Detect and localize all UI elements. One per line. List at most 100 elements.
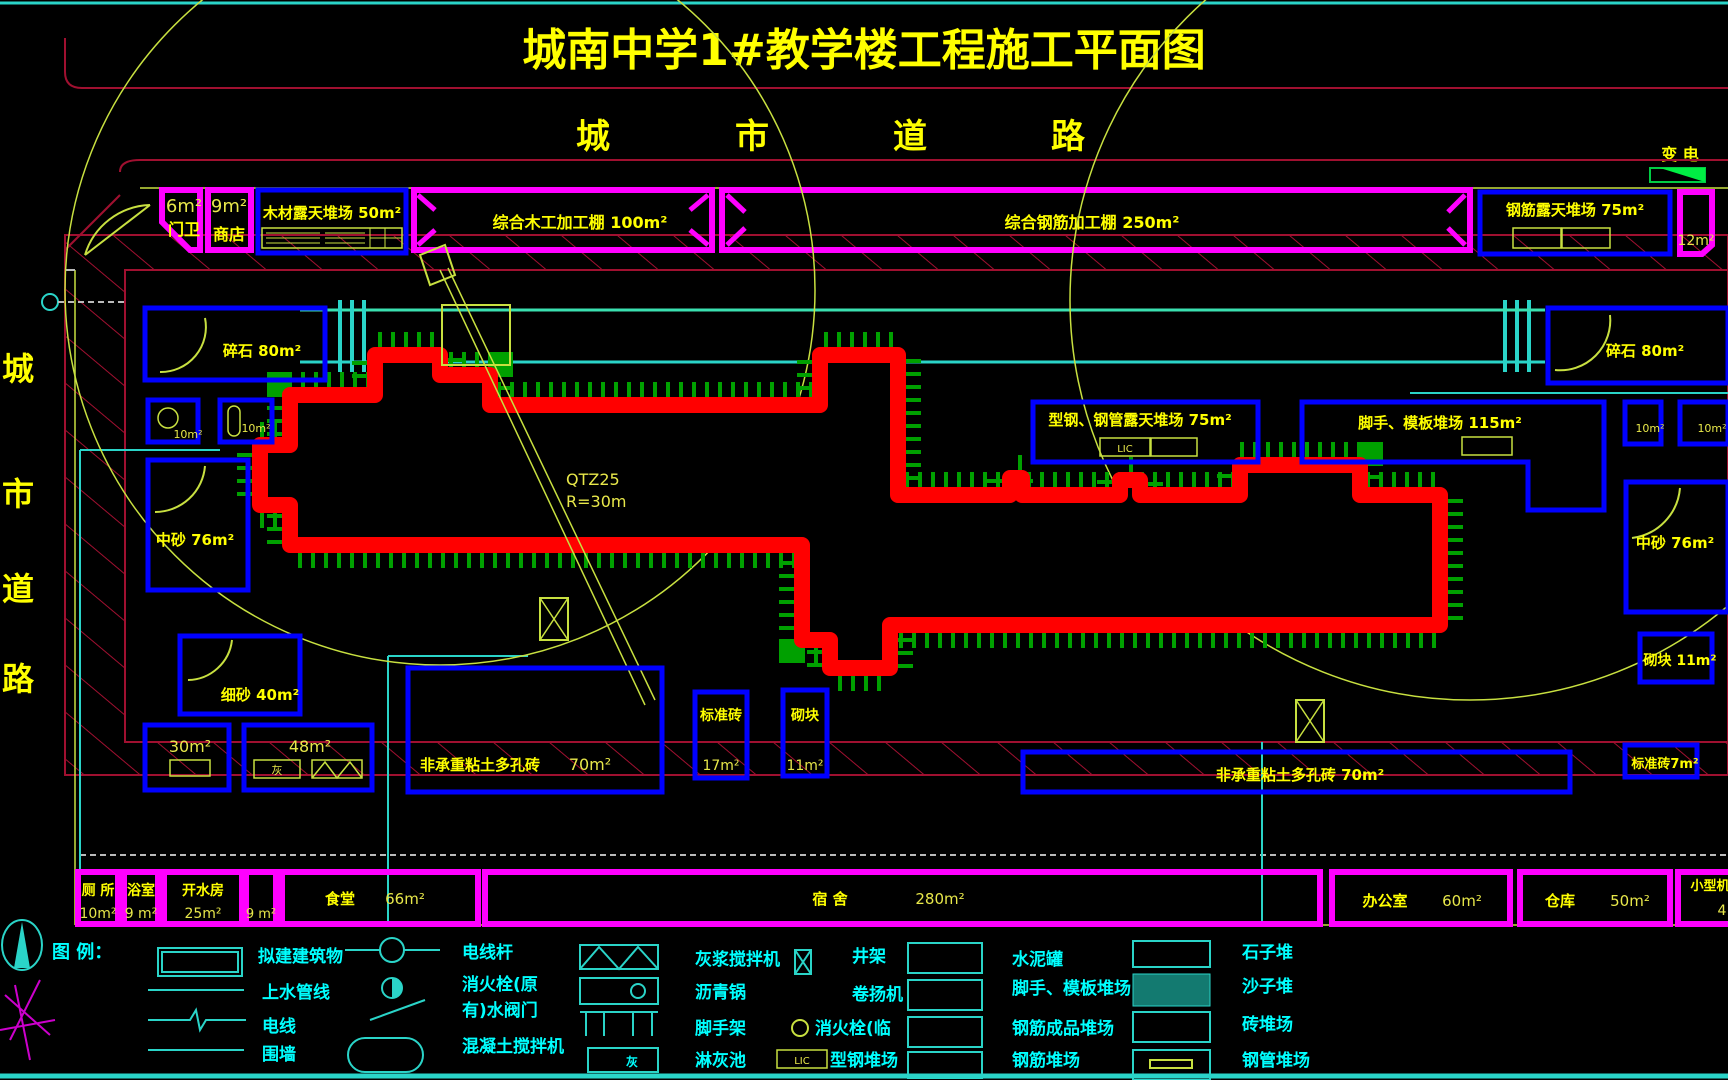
gravel-yard <box>142 305 328 383</box>
svg-text:30m²: 30m² <box>169 737 211 756</box>
svg-text:脚手架: 脚手架 <box>695 1018 746 1039</box>
crane-model: QTZ25 <box>566 470 620 489</box>
right-standard-brick-yard <box>1622 742 1700 780</box>
svg-text:综合木工加工棚 100m²: 综合木工加工棚 100m² <box>493 213 668 232</box>
office <box>1329 869 1513 927</box>
canteen <box>279 869 481 927</box>
svg-text:10m²: 10m² <box>1635 422 1664 435</box>
standard-brick-yard <box>692 689 750 781</box>
power-label: 变 电 <box>1661 145 1699 164</box>
svg-text:25m²: 25m² <box>184 906 221 922</box>
hoist-frame-2 <box>1295 699 1325 743</box>
box-30 <box>142 722 232 793</box>
svg-text:上水管线: 上水管线 <box>262 982 330 1003</box>
fire-hydrant-icon <box>41 293 59 311</box>
bottom-row-buildings: 厕 所 10m² 浴室 9 m² 开水房 25m² 9 m² 食堂 66m² 宿… <box>75 869 1728 927</box>
hoist-frame <box>539 597 569 641</box>
left-storage-yards: 碎石 80m² 10m² 10m² 中砂 76m² 细砂 40m² 30m² 4… <box>142 305 830 795</box>
svg-text:城: 城 <box>576 117 610 157</box>
svg-text:50m²: 50m² <box>1610 892 1650 910</box>
crane-radius: R=30m <box>566 492 626 511</box>
timber-yard <box>255 187 409 256</box>
bathroom <box>121 869 161 927</box>
svg-text:10m²: 10m² <box>79 906 116 922</box>
svg-text:非承重粘土多孔砖: 非承重粘土多孔砖 <box>420 756 540 774</box>
svg-text:10m²: 10m² <box>1697 422 1726 435</box>
svg-text:城: 城 <box>2 350 34 388</box>
box-48 <box>241 722 375 793</box>
svg-text:钢管堆场: 钢管堆场 <box>1242 1050 1310 1071</box>
svg-text:48m²: 48m² <box>289 737 331 756</box>
svg-text:细砂 40m²: 细砂 40m² <box>221 686 299 704</box>
svg-text:砌块: 砌块 <box>790 708 820 724</box>
top-road-label: 城 市 道 路 <box>576 117 1086 157</box>
scaffold-formwork-yard <box>1299 399 1607 513</box>
svg-text:路: 路 <box>1051 117 1086 157</box>
fine-sand-yard <box>177 633 303 717</box>
svg-text:消火栓(临: 消火栓(临 <box>815 1018 891 1039</box>
svg-text:市: 市 <box>2 475 34 513</box>
wind-rose-icon <box>0 979 56 1061</box>
svg-text:办公室: 办公室 <box>1362 892 1407 910</box>
left-road-label: 城 市 道 路 <box>2 350 35 698</box>
svg-text:钢筋堆场: 钢筋堆场 <box>1012 1050 1080 1071</box>
building-outline <box>252 347 1448 676</box>
svg-text:砌块 11m²: 砌块 11m² <box>1642 653 1716 669</box>
svg-text:10m²: 10m² <box>173 428 202 441</box>
svg-text:木材露天堆场 50m²: 木材露天堆场 50m² <box>262 204 401 222</box>
svg-text:灰浆搅拌机: 灰浆搅拌机 <box>695 949 780 970</box>
svg-text:浴室: 浴室 <box>127 882 155 899</box>
svg-text:门卫: 门卫 <box>168 220 200 239</box>
carpentry-shed <box>411 187 715 253</box>
svg-text:路: 路 <box>2 660 35 698</box>
svg-text:市: 市 <box>735 117 769 157</box>
svg-text:碎石 80m²: 碎石 80m² <box>1606 342 1684 360</box>
svg-text:食堂: 食堂 <box>325 890 355 908</box>
svg-text:非承重粘土多孔砖 70m²: 非承重粘土多孔砖 70m² <box>1216 766 1384 784</box>
boiler-room <box>161 869 245 927</box>
svg-text:280m²: 280m² <box>915 890 964 908</box>
svg-text:卷扬机: 卷扬机 <box>851 984 903 1005</box>
svg-text:电线: 电线 <box>262 1016 296 1037</box>
svg-text:9 m²: 9 m² <box>246 907 276 922</box>
steel-pipe-yard <box>1030 399 1261 465</box>
svg-text:沙子堆: 沙子堆 <box>1242 976 1293 997</box>
dormitory <box>482 869 1323 927</box>
svg-text:灰: 灰 <box>626 1054 638 1069</box>
right-gravel-yard <box>1545 305 1728 386</box>
small-room-9 <box>243 869 279 927</box>
warehouse <box>1517 869 1673 927</box>
tank-2 <box>217 397 275 445</box>
svg-text:型钢堆场: 型钢堆场 <box>830 1050 898 1071</box>
svg-text:标准砖7m²: 标准砖7m² <box>1630 756 1698 772</box>
small-room <box>1677 189 1715 257</box>
shop <box>205 187 254 253</box>
svg-text:70m²: 70m² <box>569 755 611 774</box>
right-block-yard <box>1637 631 1715 685</box>
right-sand-yard <box>1623 479 1728 615</box>
svg-text:标准砖: 标准砖 <box>699 707 742 724</box>
svg-text:6m²: 6m² <box>166 196 202 217</box>
top-row-buildings: 6m² 门卫 9m² 商店 木材露天堆场 50m² 综合木工加工棚 100m² … <box>159 187 1715 257</box>
crane-radius-circle <box>64 0 816 666</box>
rebar-shed <box>719 187 1473 253</box>
svg-text:脚手、模板堆场 115m²: 脚手、模板堆场 115m² <box>1358 414 1522 432</box>
right-storage-yards: 型钢、钢管露天堆场 75m² LIC 脚手、模板堆场 115m² 10m² 10… <box>1020 305 1728 795</box>
svg-text:沥青锅: 沥青锅 <box>695 982 746 1003</box>
svg-text:10m²: 10m² <box>241 422 270 435</box>
svg-text:中砂 76m²: 中砂 76m² <box>1636 534 1714 552</box>
toilet <box>75 869 121 927</box>
svg-text:9 m²: 9 m² <box>125 906 158 922</box>
svg-text:道: 道 <box>893 117 927 157</box>
svg-text:中砂 76m²: 中砂 76m² <box>156 531 234 549</box>
svg-text:66m²: 66m² <box>385 890 425 908</box>
drawing-title: 城南中学1#教学楼工程施工平面图 <box>522 25 1205 76</box>
svg-text:有)水阀门: 有)水阀门 <box>462 1000 538 1021</box>
crane-radius-circle-2 <box>1069 0 1728 701</box>
sand-yard <box>145 457 251 593</box>
svg-text:脚手、模板堆场: 脚手、模板堆场 <box>1012 978 1131 999</box>
small-machine-room <box>1675 869 1728 927</box>
right-porous-brick-yard <box>1020 749 1573 795</box>
svg-text:混凝土搅拌机: 混凝土搅拌机 <box>462 1036 564 1057</box>
